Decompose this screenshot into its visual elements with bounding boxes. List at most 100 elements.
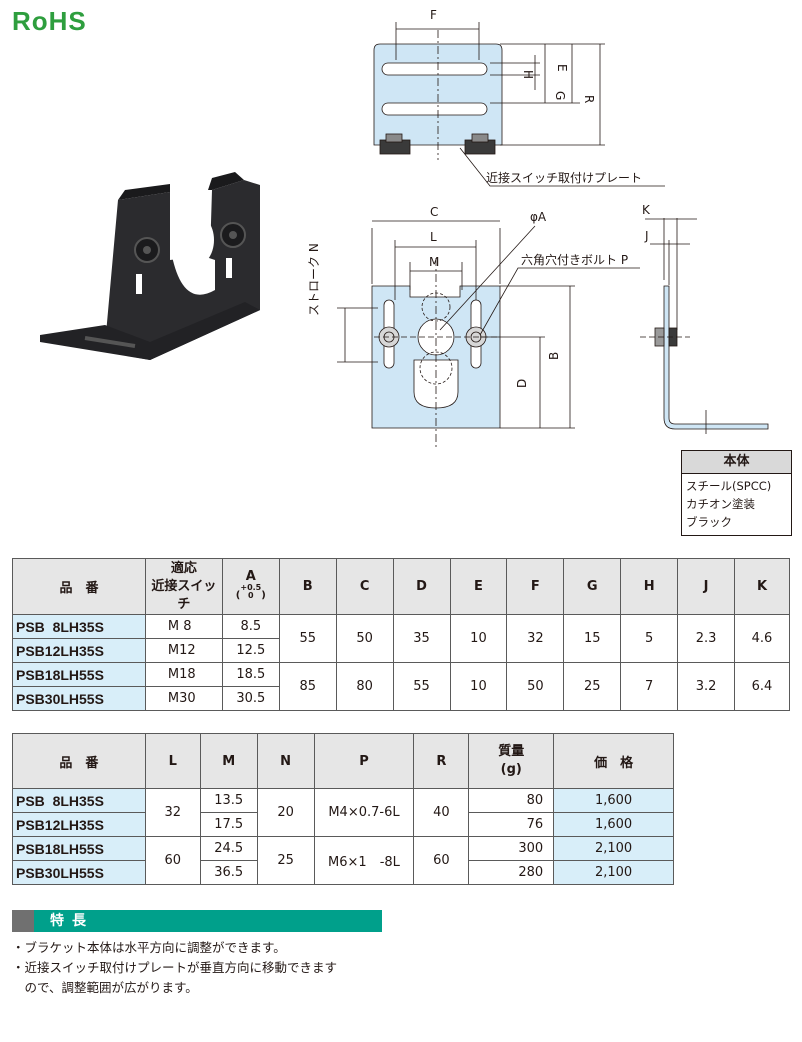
a-cell: 18.5 bbox=[221, 662, 280, 687]
r-cell: 60 bbox=[413, 836, 470, 885]
price-cell: 1,600 bbox=[553, 788, 674, 813]
part-number: PSB30LH55S bbox=[12, 860, 146, 885]
part-number: PSB12LH35S bbox=[12, 638, 146, 663]
m-cell: 36.5 bbox=[199, 860, 258, 885]
col-part-number: 品 番 bbox=[12, 733, 146, 789]
part-number: PSB12LH35S bbox=[12, 812, 146, 837]
col-switch: 適応 近接スイッチ bbox=[144, 558, 223, 615]
n-cell: 25 bbox=[256, 836, 315, 885]
e-cell: 10 bbox=[449, 614, 508, 663]
m-cell: 17.5 bbox=[199, 812, 258, 837]
stroke-label: ストローク N bbox=[307, 243, 321, 316]
h-cell: 7 bbox=[620, 662, 679, 711]
col-c: C bbox=[335, 558, 394, 615]
c-cell: 50 bbox=[335, 614, 394, 663]
l-cell: 60 bbox=[144, 836, 201, 885]
a-cell: 12.5 bbox=[221, 638, 280, 663]
specs-table: 品 番 L M N P R 質量 (g) 価 格 PSB 8LH35S 32 1… bbox=[12, 733, 674, 885]
mass-cell: 300 bbox=[468, 836, 555, 861]
feature-item: ・近接スイッチ取付けプレートが垂直方向に移動できます bbox=[12, 960, 338, 975]
col-k: K bbox=[734, 558, 790, 615]
bolt-callout: 六角穴付きボルト P bbox=[521, 252, 628, 267]
dim-label-c: C bbox=[430, 205, 438, 219]
dim-label-j: J bbox=[644, 229, 649, 243]
d-cell: 55 bbox=[392, 662, 451, 711]
col-price: 価 格 bbox=[553, 733, 674, 789]
col-l: L bbox=[144, 733, 201, 789]
col-n: N bbox=[256, 733, 315, 789]
features-title: 特長 bbox=[50, 913, 94, 929]
feature-item: ので、調整範囲が広がります。 bbox=[12, 980, 198, 995]
m-cell: 24.5 bbox=[199, 836, 258, 861]
dim-label-m: M bbox=[429, 255, 439, 269]
m-cell: 13.5 bbox=[199, 788, 258, 813]
part-number: PSB 8LH35S bbox=[12, 614, 146, 639]
col-r: R bbox=[413, 733, 470, 789]
a-cell: 8.5 bbox=[221, 614, 280, 639]
p-cell: M4×0.7-6L bbox=[313, 788, 415, 837]
dim-label-h: H bbox=[521, 70, 535, 79]
product-photo bbox=[40, 172, 260, 360]
d-cell: 35 bbox=[392, 614, 451, 663]
b-cell: 85 bbox=[278, 662, 337, 711]
col-mass-line1: 質量 bbox=[498, 744, 525, 759]
part-number: PSB 8LH35S bbox=[12, 788, 146, 813]
feature-item: ・ブラケット本体は水平方向に調整ができます。 bbox=[12, 940, 286, 955]
col-b: B bbox=[278, 558, 337, 615]
features-marker bbox=[12, 910, 34, 932]
table-row: PSB12LH35S M12 12.5 bbox=[12, 638, 790, 663]
col-e: E bbox=[449, 558, 508, 615]
material-line: カチオン塗装 bbox=[686, 497, 755, 511]
j-cell: 3.2 bbox=[677, 662, 736, 711]
f-cell: 50 bbox=[506, 662, 565, 711]
dim-label-k: K bbox=[642, 203, 651, 217]
table-row: PSB30LH55S M30 30.5 bbox=[12, 686, 790, 711]
col-d: D bbox=[392, 558, 451, 615]
col-f: F bbox=[506, 558, 565, 615]
g-cell: 25 bbox=[563, 662, 622, 711]
price-cell: 2,100 bbox=[553, 860, 674, 885]
dim-label-e: E bbox=[555, 64, 569, 72]
part-number: PSB30LH55S bbox=[12, 686, 146, 711]
dim-label-g: G bbox=[553, 91, 567, 100]
switch-cell: M30 bbox=[144, 686, 223, 711]
col-switch-line2: 近接スイッチ bbox=[151, 578, 217, 612]
switch-cell: M18 bbox=[144, 662, 223, 687]
g-cell: 15 bbox=[563, 614, 622, 663]
material-line: ブラック bbox=[686, 515, 732, 529]
material-header: 本体 bbox=[682, 451, 791, 474]
col-g: G bbox=[563, 558, 622, 615]
mass-cell: 280 bbox=[468, 860, 555, 885]
part-number: PSB18LH55S bbox=[12, 662, 146, 687]
l-cell: 32 bbox=[144, 788, 201, 837]
col-p: P bbox=[313, 733, 415, 789]
tol-upper: +0.5 bbox=[240, 583, 262, 592]
rohs-logo: RoHS bbox=[12, 6, 87, 36]
table-row: PSB18LH55S 60 24.5 25 M6×1 -8L 60 300 2,… bbox=[12, 836, 674, 885]
material-box: 本体 スチール(SPCC) カチオン塗装 ブラック bbox=[681, 450, 792, 536]
price-cell: 1,600 bbox=[553, 812, 674, 837]
j-cell: 2.3 bbox=[677, 614, 736, 663]
table-row: PSB30LH55S 36.5 280 2,100 bbox=[12, 860, 674, 885]
mass-cell: 80 bbox=[468, 788, 555, 813]
f-cell: 32 bbox=[506, 614, 565, 663]
col-mass: 質量 (g) bbox=[468, 733, 555, 789]
dim-label-r: R bbox=[582, 95, 596, 103]
features-header: 特長 bbox=[12, 910, 382, 932]
col-m: M bbox=[199, 733, 258, 789]
e-cell: 10 bbox=[449, 662, 508, 711]
technical-drawing: F E H G R 近接スイッチ取付けプレート bbox=[307, 8, 769, 450]
n-cell: 20 bbox=[256, 788, 315, 837]
dim-label-l: L bbox=[430, 230, 437, 244]
b-cell: 55 bbox=[278, 614, 337, 663]
features-list: ・ブラケット本体は水平方向に調整ができます。 ・近接スイッチ取付けプレートが垂直… bbox=[12, 938, 337, 998]
plate-callout: 近接スイッチ取付けプレート bbox=[486, 170, 642, 185]
dim-label-phi-a: φA bbox=[530, 210, 547, 224]
col-part-number: 品 番 bbox=[12, 558, 146, 615]
p-cell: M6×1 -8L bbox=[313, 836, 415, 885]
material-line: スチール(SPCC) bbox=[686, 479, 772, 493]
col-mass-line2: (g) bbox=[500, 762, 522, 777]
col-switch-line1: 適応 bbox=[170, 560, 197, 576]
